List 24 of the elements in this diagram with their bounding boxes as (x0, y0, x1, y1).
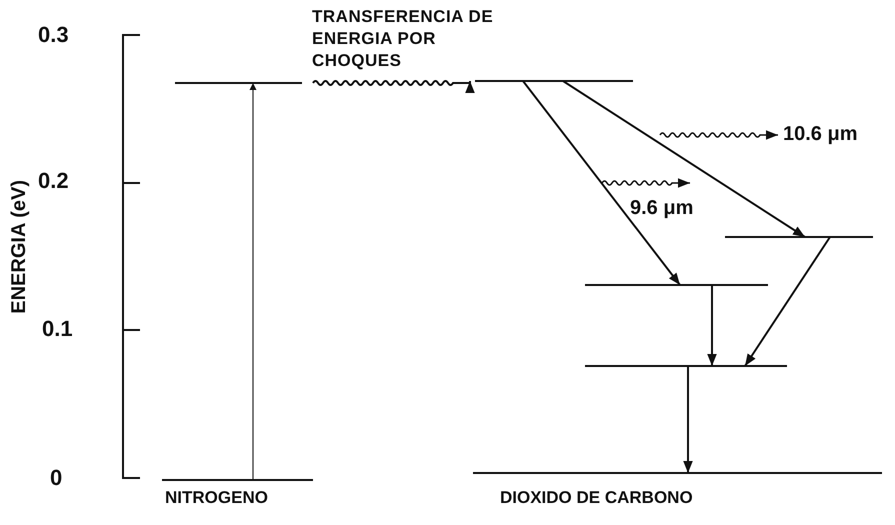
wavelength-label: 9.6 μm (630, 197, 694, 220)
arrow (250, 82, 256, 480)
species-label: NITROGENO (165, 488, 268, 508)
tick-label: 0.1 (42, 316, 73, 342)
tick-label: 0.3 (38, 22, 69, 48)
energy-level-line (162, 479, 313, 481)
arrow (707, 285, 717, 366)
wavelength-label: 10.6 μm (783, 123, 858, 146)
energy-level-line (473, 472, 882, 474)
energy-level-line (585, 365, 787, 367)
species-label: DIOXIDO DE CARBONO (500, 488, 693, 508)
energy-level-line (175, 82, 302, 84)
tick-label: 0.2 (38, 168, 69, 194)
arrow (683, 366, 693, 473)
arrow (744, 236, 831, 367)
energy-level-line (475, 80, 633, 82)
axis-title: ENERGIA (eV) (8, 180, 31, 314)
tick-label: 0 (50, 465, 62, 491)
wavy-arrow (312, 80, 475, 93)
energy-level-line (725, 236, 873, 238)
arrow (562, 80, 806, 238)
arrow (522, 80, 681, 286)
edge-label: TRANSFERENCIA DE ENERGIA POR CHOQUES (312, 6, 494, 72)
energy-level-line (585, 284, 768, 286)
